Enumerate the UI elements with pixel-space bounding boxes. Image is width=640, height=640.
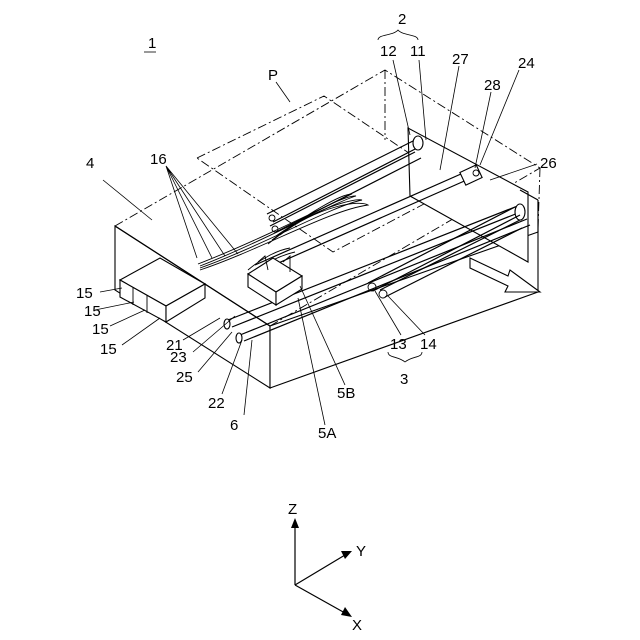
label-15-d: 15 — [100, 341, 117, 358]
label-27: 27 — [452, 51, 469, 68]
label-12: 12 — [380, 43, 397, 60]
label-28: 28 — [484, 77, 501, 94]
label-26: 26 — [540, 155, 557, 172]
axis-label-z: Z — [288, 501, 297, 518]
label-15-c: 15 — [92, 321, 109, 338]
label-15-b: 15 — [84, 303, 101, 320]
label-6: 6 — [230, 417, 238, 434]
label-22: 22 — [208, 395, 225, 412]
label-sheet-p: P — [268, 67, 278, 84]
label-24: 24 — [518, 55, 535, 72]
label-13: 13 — [390, 336, 407, 353]
label-5b: 5B — [337, 385, 355, 402]
label-16: 16 — [150, 151, 167, 168]
coordinate-axes — [291, 518, 352, 617]
axis-label-y: Y — [356, 543, 366, 560]
label-3: 3 — [400, 371, 408, 388]
label-4: 4 — [86, 155, 94, 172]
label-25: 25 — [176, 369, 193, 386]
label-14: 14 — [420, 336, 437, 353]
label-2: 2 — [398, 11, 406, 28]
label-11: 11 — [410, 43, 426, 60]
label-5a: 5A — [318, 425, 336, 442]
label-15-a: 15 — [76, 285, 93, 302]
roller-pair-2 — [267, 136, 423, 232]
label-device-number: 1 — [148, 35, 156, 52]
axis-label-x: X — [352, 617, 362, 634]
label-23: 23 — [170, 349, 187, 366]
